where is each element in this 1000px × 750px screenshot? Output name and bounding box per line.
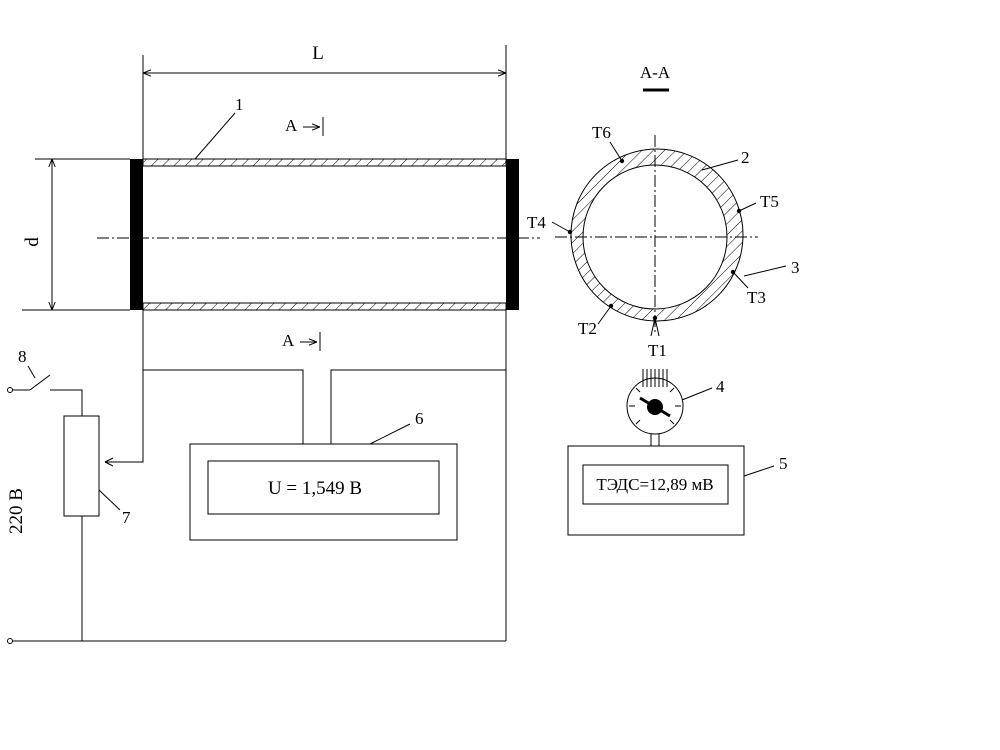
callout-7: 7	[122, 508, 131, 527]
section-marker-bottom: А	[282, 331, 321, 351]
callout-6: 6	[415, 409, 424, 428]
callout-8: 8	[18, 347, 27, 366]
callout-1: 1	[235, 95, 244, 114]
thermocouple-t1-label: Т1	[648, 341, 667, 360]
callout-5: 5	[779, 454, 788, 473]
length-label: L	[312, 43, 324, 64]
length-dimension: L	[142, 43, 507, 159]
tube-side-view	[97, 158, 540, 311]
right-electrode	[506, 159, 519, 310]
callout-4: 4	[716, 377, 725, 396]
section-title: А-А	[640, 63, 671, 82]
thermocouple-t3-label: Т3	[747, 288, 766, 307]
thermocouple-t6-label: Т6	[592, 123, 611, 142]
temperature-meter-display: ТЭДС=12,89 мВ	[596, 475, 713, 494]
temperature-meter: ТЭДС=12,89 мВ	[567, 445, 775, 536]
diameter-label: d	[22, 237, 43, 247]
callout-3: 3	[791, 258, 800, 277]
svg-text:А: А	[282, 331, 295, 350]
voltmeter-display: U = 1,549 В	[268, 478, 362, 499]
left-electrode	[130, 159, 143, 310]
thermocouple-t5-label: Т5	[760, 192, 779, 211]
circuit-wiring	[7, 310, 507, 644]
rheostat	[63, 415, 100, 517]
thermocouple-t4-label: Т4	[527, 213, 546, 232]
thermocouple-t2-label: Т2	[578, 319, 597, 338]
voltmeter: U = 1,549 В	[189, 423, 458, 541]
section-marker-top: А	[285, 116, 324, 136]
voltage-label: 220 В	[6, 488, 27, 534]
thermocouple-switch	[626, 369, 713, 446]
cross-section: А-А Т1 Т2 Т3 Т4 Т5 Т6	[527, 63, 787, 360]
diameter-dimension: d	[22, 158, 130, 311]
svg-text:А: А	[285, 116, 298, 135]
callout-2: 2	[741, 148, 750, 167]
